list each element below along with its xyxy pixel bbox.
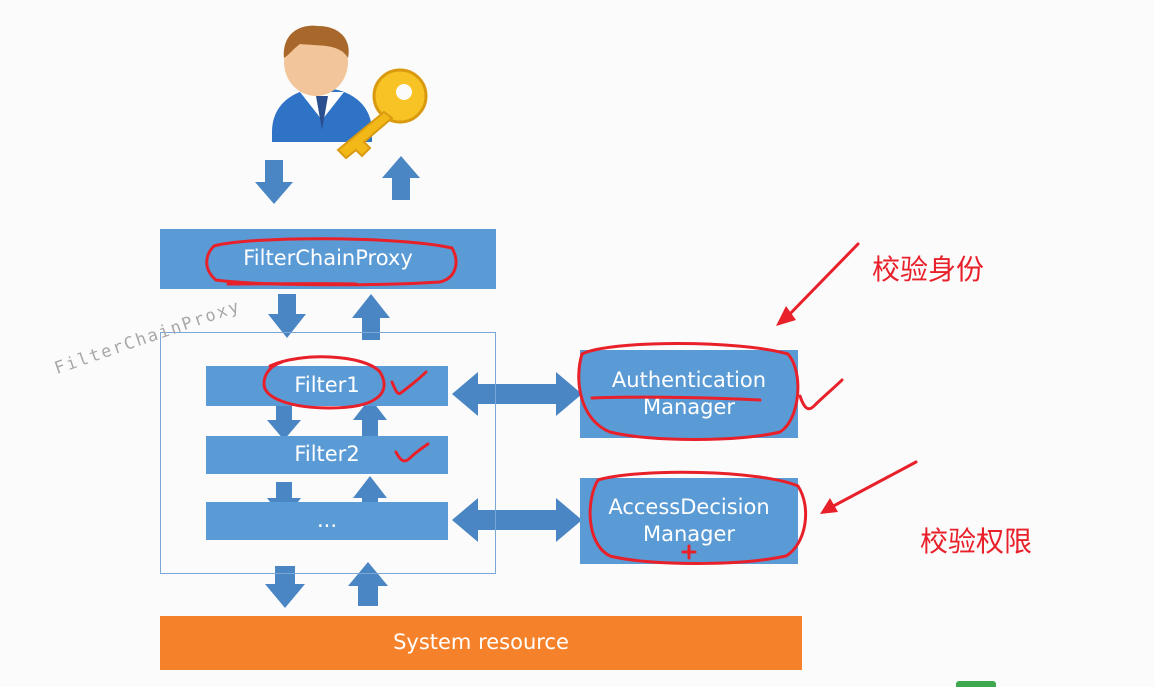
key-icon	[336, 68, 428, 160]
filter-chain-proxy-box: FilterChainProxy	[160, 229, 496, 289]
filter1-label: Filter1	[294, 373, 360, 398]
user-icon	[272, 25, 372, 142]
access-decision-manager-line1: AccessDecision	[608, 494, 770, 519]
access-decision-manager-box: AccessDecision Manager	[580, 478, 798, 564]
authentication-manager-line1: Authentication	[611, 367, 767, 392]
authentication-manager-line2: Manager	[642, 395, 736, 419]
check-mark	[798, 378, 844, 411]
annotation-arrow-line	[782, 242, 860, 322]
system-resource-box: System resource	[160, 616, 802, 670]
verify-permission-annotation: 校验权限	[920, 525, 1033, 558]
verify-identity-annotation: 校验身份	[872, 253, 985, 286]
authentication-manager-box: Authentication Manager	[580, 350, 798, 438]
access-decision-manager-line2: Manager	[642, 522, 736, 546]
filter-container	[160, 332, 496, 574]
annotation-arrowhead	[820, 498, 838, 514]
annotation-arrow-line	[824, 460, 918, 512]
filter2-label: Filter2	[294, 442, 360, 467]
filter-chain-proxy-label: FilterChainProxy	[243, 246, 413, 271]
filter1-box: Filter1	[206, 366, 448, 406]
annotation-arrowhead	[776, 306, 796, 326]
green-indicator	[956, 681, 996, 687]
system-resource-label: System resource	[393, 630, 569, 655]
filter2-box: Filter2	[206, 436, 448, 474]
down-arrow	[255, 160, 293, 204]
filter-more-label: ...	[316, 508, 338, 533]
up-arrow	[382, 156, 420, 200]
filter-more-box: ...	[206, 502, 448, 540]
